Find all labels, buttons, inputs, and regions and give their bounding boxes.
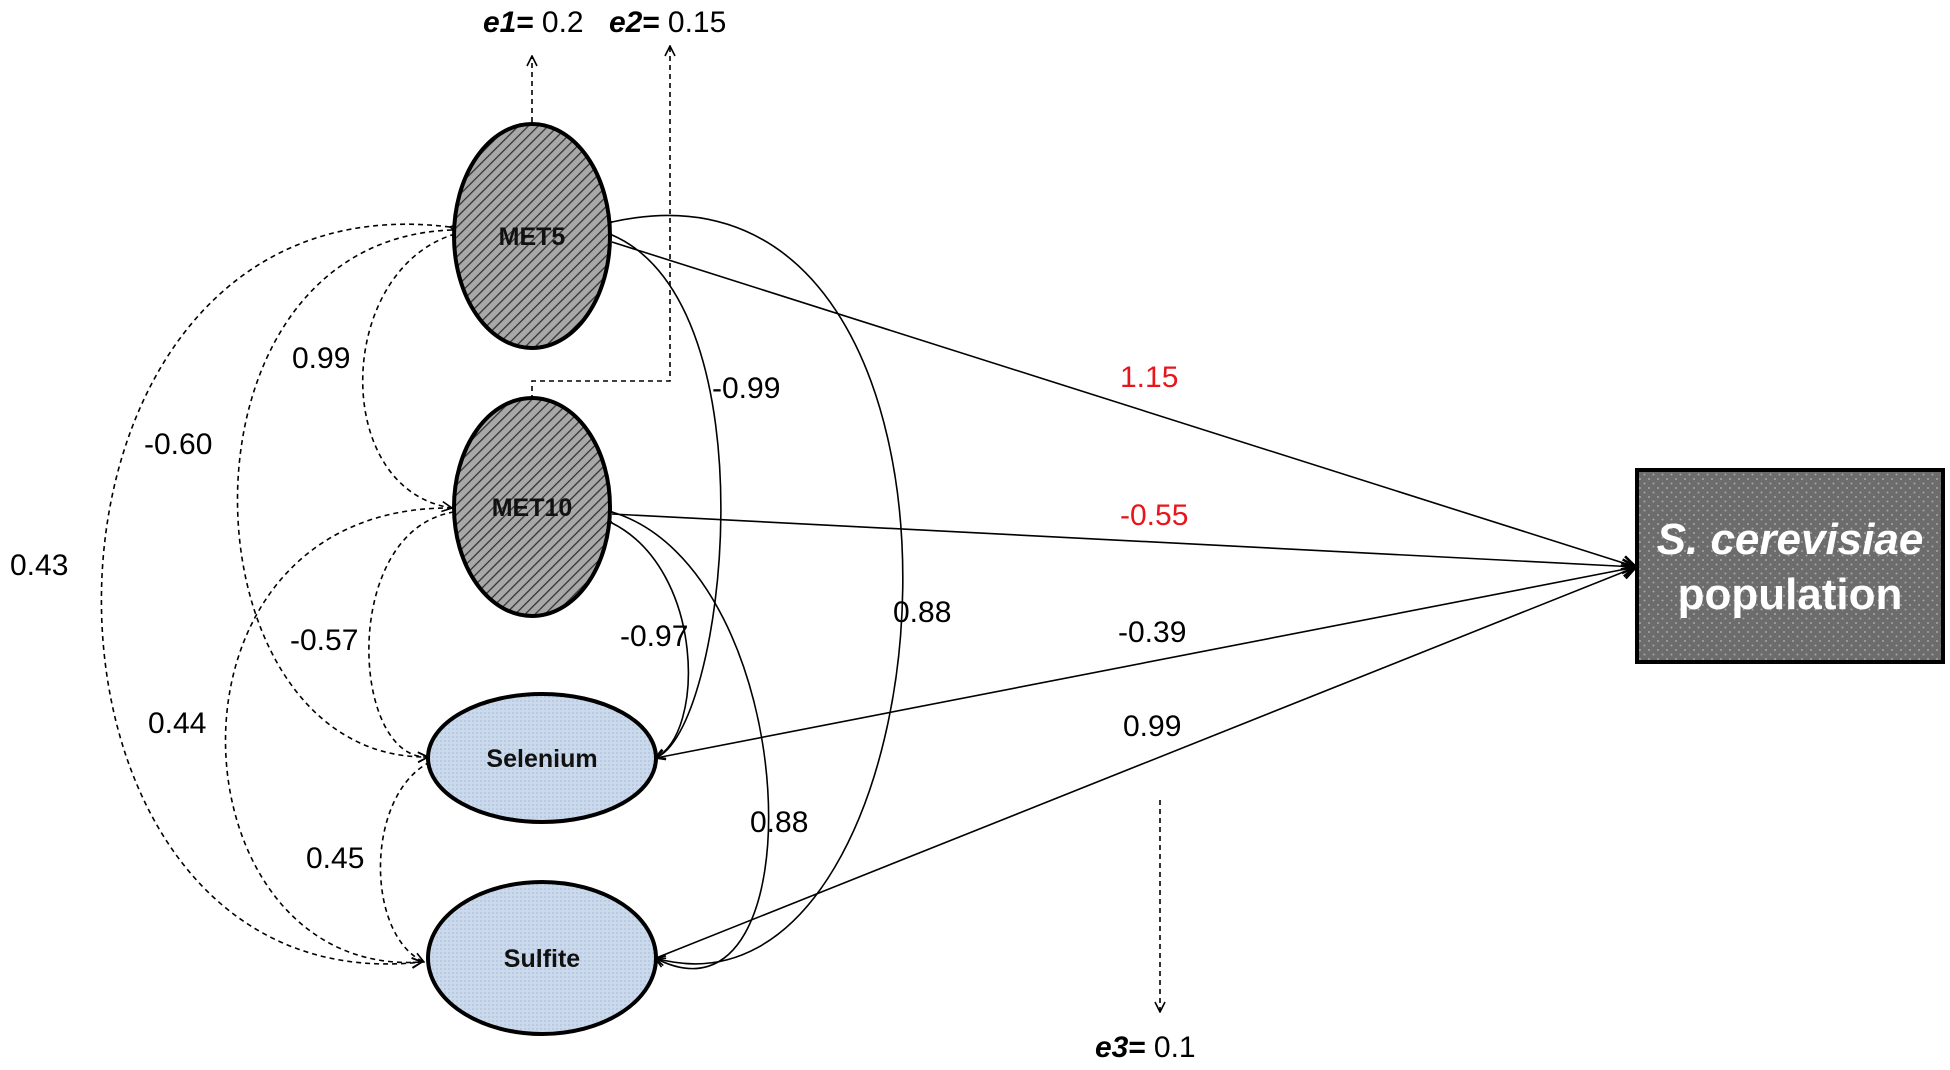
path-labels: 1.15 -0.55 -0.39 0.99 [1118,361,1188,743]
corr-label-selenium-sulfite: 0.45 [306,842,364,875]
corr-label-selenium-met10: -0.97 [620,620,688,653]
corr-label-sulfite-met10: 0.88 [750,806,808,839]
error-e2-label: e2=0.15 [609,6,726,39]
arc-selenium-met5 [612,235,722,758]
arc-sulfite-met10 [612,512,770,970]
corr-label-met10-sulfite: 0.44 [148,707,206,740]
arc-sulfite-met5 [612,214,904,963]
path-met10-target [611,513,1636,567]
path-label-met10-target: -0.55 [1120,499,1188,532]
sulfite-ellipse [426,880,658,1036]
correlation-arcs-left [100,224,455,964]
error-e3: e3=0.1 [1095,800,1196,1064]
arc-met10-sulfite [224,508,453,963]
path-label-met5-target: 1.15 [1120,361,1178,394]
corr-label-sulfite-met5: 0.88 [893,596,951,629]
corr-label-met10-selenium: -0.57 [290,624,358,657]
met5-ellipse [452,122,612,350]
error-e2-arrow [531,46,670,400]
corr-label-met5-sulfite: 0.43 [10,549,68,582]
node-selenium: Selenium [426,692,658,824]
arc-met10-selenium [368,512,454,757]
path-label-selenium-target: -0.39 [1118,616,1186,649]
arc-met5-met10 [361,234,455,508]
selenium-ellipse [426,692,658,824]
arc-met5-sulfite [100,224,450,964]
target-label-line2: population [1678,570,1903,619]
error-e1-label: e1=0.2 [483,6,584,39]
path-met5-target [611,241,1636,567]
node-met10: MET10 [452,396,612,618]
target-box [1635,468,1945,664]
error-e2: e2=0.15 [531,6,726,400]
correlation-arcs-right [612,214,904,970]
correlation-labels: 0.99 -0.60 0.43 -0.57 0.44 0.45 -0.99 -0… [10,342,951,875]
met10-label: MET10 [492,494,573,522]
target-label-line1: S. cerevisiae [1657,515,1924,564]
selenium-label: Selenium [486,745,597,773]
met5-label: MET5 [499,223,566,251]
path-selenium-target [655,567,1636,759]
node-target: S. cerevisiae population [1635,468,1945,664]
arc-selenium-sulfite [379,762,430,962]
error-e3-label: e3=0.1 [1095,1031,1196,1064]
corr-label-met5-selenium: -0.60 [144,428,212,461]
node-sulfite: Sulfite [426,880,658,1036]
corr-label-selenium-met5: -0.99 [712,372,780,405]
node-met5: MET5 [452,122,612,350]
met10-ellipse [452,396,612,618]
path-label-sulfite-target: 0.99 [1123,710,1181,743]
corr-label-met5-met10: 0.99 [292,342,350,375]
arc-met5-selenium [236,230,452,757]
path-sulfite-target [655,567,1636,959]
error-e1: e1=0.2 [483,6,584,122]
sulfite-label: Sulfite [504,945,580,973]
direct-paths [611,241,1636,959]
